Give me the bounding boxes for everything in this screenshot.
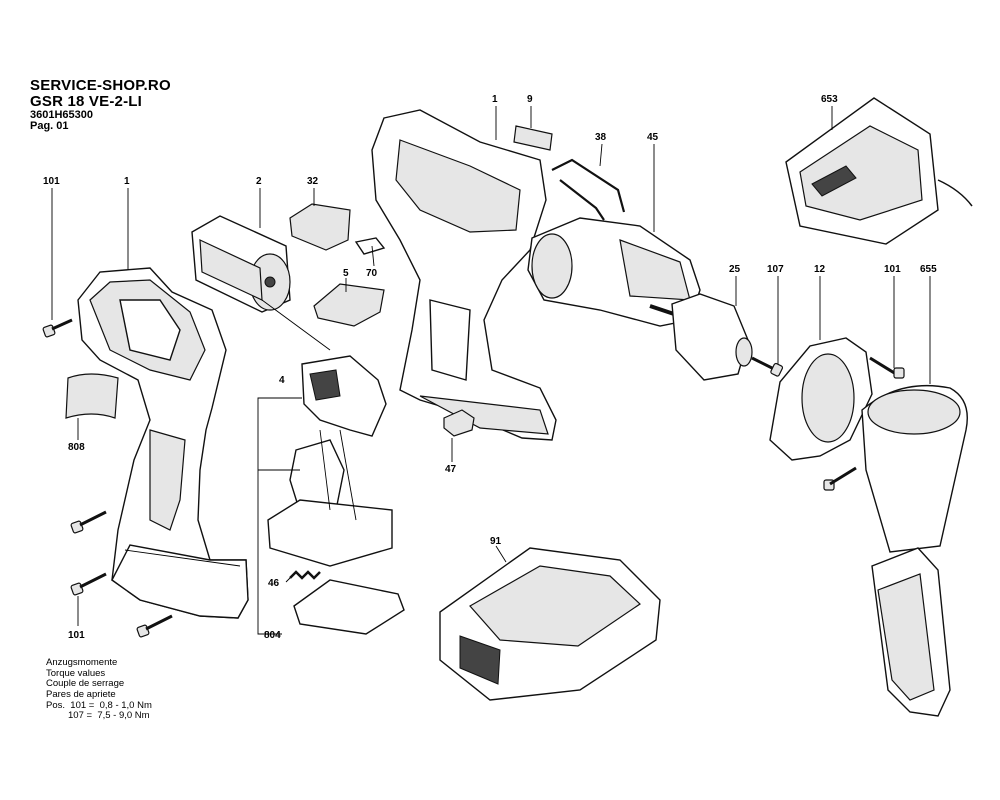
label-sticker-808 (65, 373, 119, 419)
torque-line-en: Torque values (46, 667, 106, 679)
label-9 (513, 125, 553, 151)
label-70: 70 (366, 268, 378, 279)
label-32: 32 (307, 176, 319, 187)
label-1-left: 1 (124, 176, 130, 187)
label-91: 91 (490, 536, 502, 547)
screw-101-flange-bottom (823, 466, 857, 491)
part-number: 3601H65300 (30, 108, 94, 121)
gearbox-45 (527, 217, 701, 327)
pos-prefix: Pos. (46, 699, 66, 711)
screw-101-bottom (136, 614, 173, 638)
label-4: 4 (279, 375, 285, 386)
label-2: 2 (256, 176, 262, 187)
label-45: 45 (647, 132, 659, 143)
screw-101-flange-top (869, 356, 905, 379)
label-47: 47 (445, 464, 457, 475)
label-107: 107 (767, 264, 784, 275)
leader-lines (51, 106, 931, 626)
screw-101-middle (70, 510, 107, 534)
torque-line-es: Pares de apriete (46, 688, 116, 700)
torque-line-fr: Couple de serrage (46, 678, 125, 690)
label-101-right: 101 (884, 264, 901, 275)
charger-653 (785, 97, 973, 245)
part-labels: 101 1 2 32 70 5 1 9 38 45 653 25 107 12 … (43, 94, 937, 641)
part-47 (443, 409, 475, 437)
label-653: 653 (821, 94, 838, 105)
model-name: GSR 18 VE-2-LI (30, 92, 142, 110)
label-1-right: 1 (492, 94, 498, 105)
switch-cover-32 (289, 203, 351, 251)
label-9: 9 (527, 94, 533, 105)
label-38: 38 (595, 132, 607, 143)
torque-107: 107 = 7,5 - 9,0 Nm (68, 710, 150, 722)
torque-value-101: Pos. 101 = 0,8 - 1,0 Nm (46, 699, 152, 712)
label-46: 46 (268, 578, 280, 589)
page-number: Pag. 01 (30, 120, 69, 133)
torque-101: 101 = 0,8 - 1,0 Nm (70, 699, 152, 711)
screw-101-lower (70, 572, 107, 596)
label-5: 5 (343, 268, 349, 279)
label-808: 808 (68, 442, 85, 453)
label-12: 12 (814, 264, 826, 275)
direction-switch-slide-5 (313, 283, 385, 327)
retaining-clip-70 (354, 237, 386, 255)
label-655: 655 (920, 264, 937, 275)
label-25: 25 (729, 264, 741, 275)
motor (191, 215, 291, 313)
torque-values-note: Anzugsmomente Torque values Couple de se… (46, 657, 152, 722)
label-101-top: 101 (43, 176, 60, 187)
housing-left-half (77, 267, 249, 619)
auxiliary-handle-655 (861, 384, 968, 717)
wire-clip-38 (551, 158, 626, 221)
electronic-switch-assembly (261, 299, 393, 567)
torque-value-107: 107 = 7,5 - 9,0 Nm (46, 710, 152, 722)
housing-right-half (371, 109, 557, 441)
chuck-screw-107 (751, 356, 784, 377)
battery-contact-plate-804 (293, 579, 405, 635)
spring-46 (289, 570, 321, 580)
bracket-4 (257, 397, 302, 635)
battery-pack-91 (439, 547, 661, 701)
label-101-bottom: 101 (68, 630, 85, 641)
header: SERVICE-SHOP.RO GSR 18 VE-2-LI 3601H6530… (30, 78, 171, 133)
screw-101-top (42, 318, 73, 338)
shop-name: SERVICE-SHOP.RO (30, 77, 171, 94)
front-flange-12 (769, 337, 873, 461)
label-804: 804 (264, 630, 281, 641)
keyless-chuck-25 (649, 293, 753, 381)
torque-line-de: Anzugsmomente (46, 657, 118, 668)
